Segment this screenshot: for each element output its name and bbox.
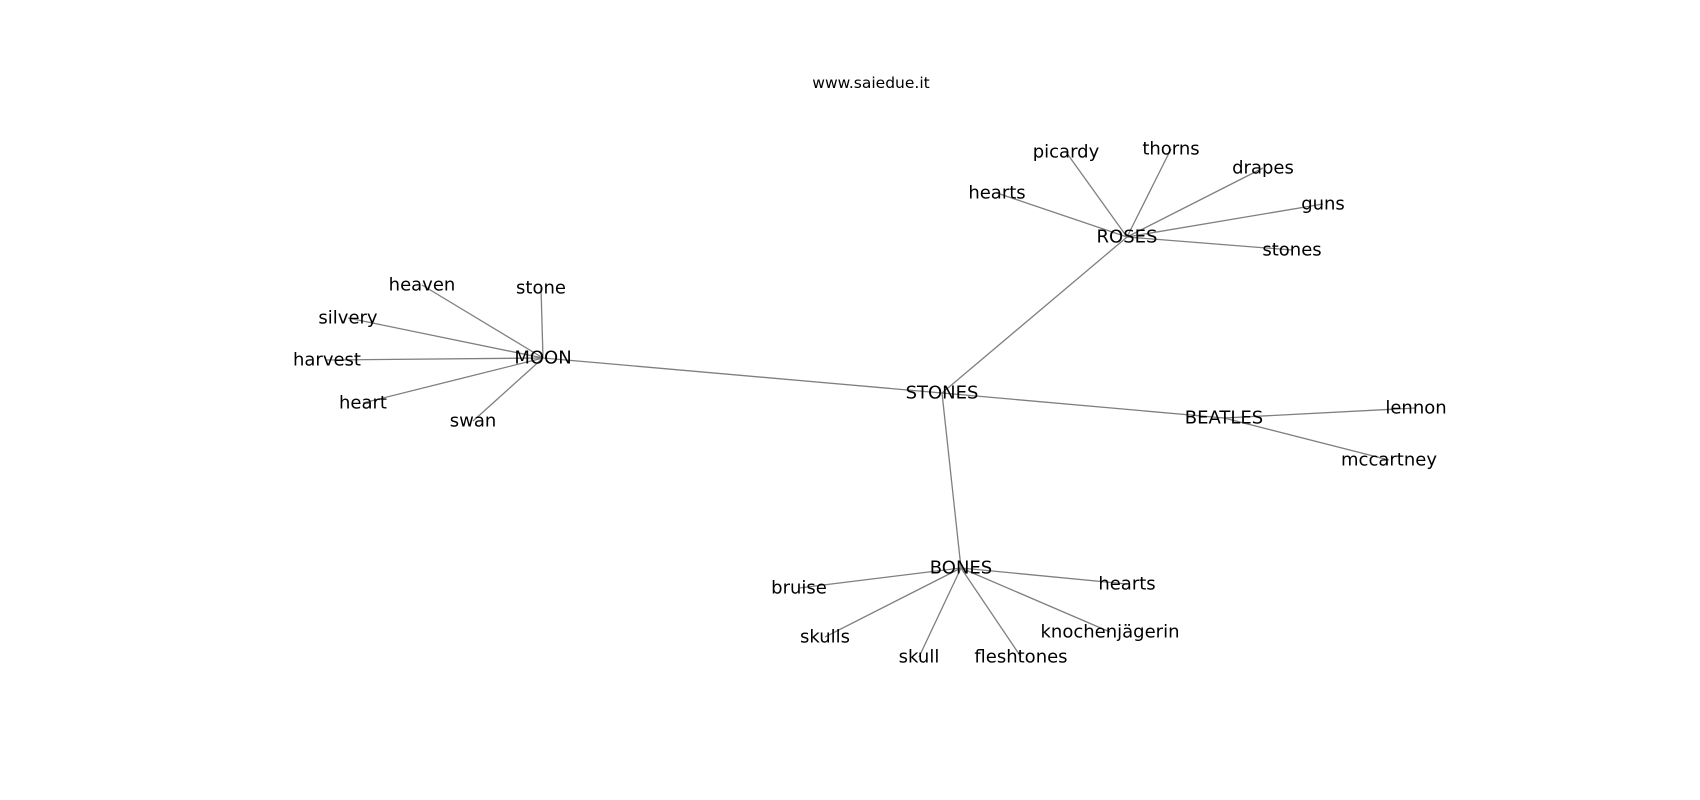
- node-skull: skull: [899, 647, 940, 668]
- node-hearts-roses: hearts: [968, 183, 1025, 204]
- node-silvery: silvery: [318, 308, 378, 329]
- node-lennon: lennon: [1385, 398, 1446, 419]
- node-picardy: picardy: [1033, 142, 1100, 163]
- edge-roses-guns: [1126, 203, 1324, 238]
- node-heart: heart: [339, 393, 387, 414]
- node-bruise: bruise: [771, 578, 827, 599]
- node-heaven: heaven: [389, 275, 456, 296]
- node-mccartney: mccartney: [1341, 450, 1437, 471]
- edge-moon-heaven: [421, 284, 544, 359]
- node-swan: swan: [450, 411, 497, 432]
- node-fleshtones: fleshtones: [974, 647, 1067, 668]
- edge-roses-hearts_roses: [996, 192, 1128, 238]
- graph-nodes: STONES MOON ROSES BEATLES BONES heaven stone si…: [293, 139, 1447, 668]
- site-title: www.saiedue.it: [812, 74, 929, 92]
- edge-bones-skull: [918, 567, 962, 658]
- graph-edges: [326, 148, 1417, 658]
- edge-stones_hub-beatles: [941, 392, 1225, 419]
- edge-bones-fleshtones: [960, 567, 1022, 658]
- edge-roses-thorns: [1126, 148, 1172, 238]
- edge-moon-stone: [540, 287, 544, 359]
- edge-moon-swan: [472, 357, 544, 422]
- node-drapes: drapes: [1232, 158, 1294, 179]
- edge-stones_hub-moon: [542, 357, 943, 394]
- node-moon: MOON: [514, 348, 571, 369]
- node-thorns: thorns: [1142, 139, 1199, 160]
- node-guns: guns: [1301, 194, 1345, 215]
- node-bones: BONES: [930, 558, 992, 579]
- edge-bones-knochenjagerin: [960, 567, 1111, 633]
- edge-moon-harvest: [326, 357, 544, 361]
- node-stones-leaf: stones: [1262, 240, 1321, 261]
- edge-moon-heart: [362, 357, 544, 404]
- node-beatles: BEATLES: [1185, 408, 1263, 429]
- edge-beatles-lennon: [1223, 407, 1417, 419]
- edge-roses-drapes: [1126, 167, 1264, 238]
- node-skulls: skulls: [800, 627, 850, 648]
- node-knochenjagerin: knochenjägerin: [1041, 622, 1180, 643]
- edge-bones-bruise: [798, 567, 962, 589]
- edge-bones-hearts_bones: [960, 567, 1128, 585]
- node-roses: ROSES: [1097, 227, 1158, 248]
- edge-stones_hub-roses: [941, 236, 1128, 394]
- edge-stones_hub-bones: [941, 392, 962, 569]
- node-hearts-bones: hearts: [1098, 574, 1155, 595]
- edge-roses-stones_leaf: [1126, 236, 1293, 251]
- edge-bones-skulls: [824, 567, 962, 638]
- edge-moon-silvery: [347, 317, 544, 359]
- edge-roses-picardy: [1065, 151, 1128, 238]
- node-harvest: harvest: [293, 350, 361, 371]
- node-stone: stone: [516, 278, 566, 299]
- edge-beatles-mccartney: [1223, 417, 1390, 461]
- node-stones-hub: STONES: [906, 383, 979, 404]
